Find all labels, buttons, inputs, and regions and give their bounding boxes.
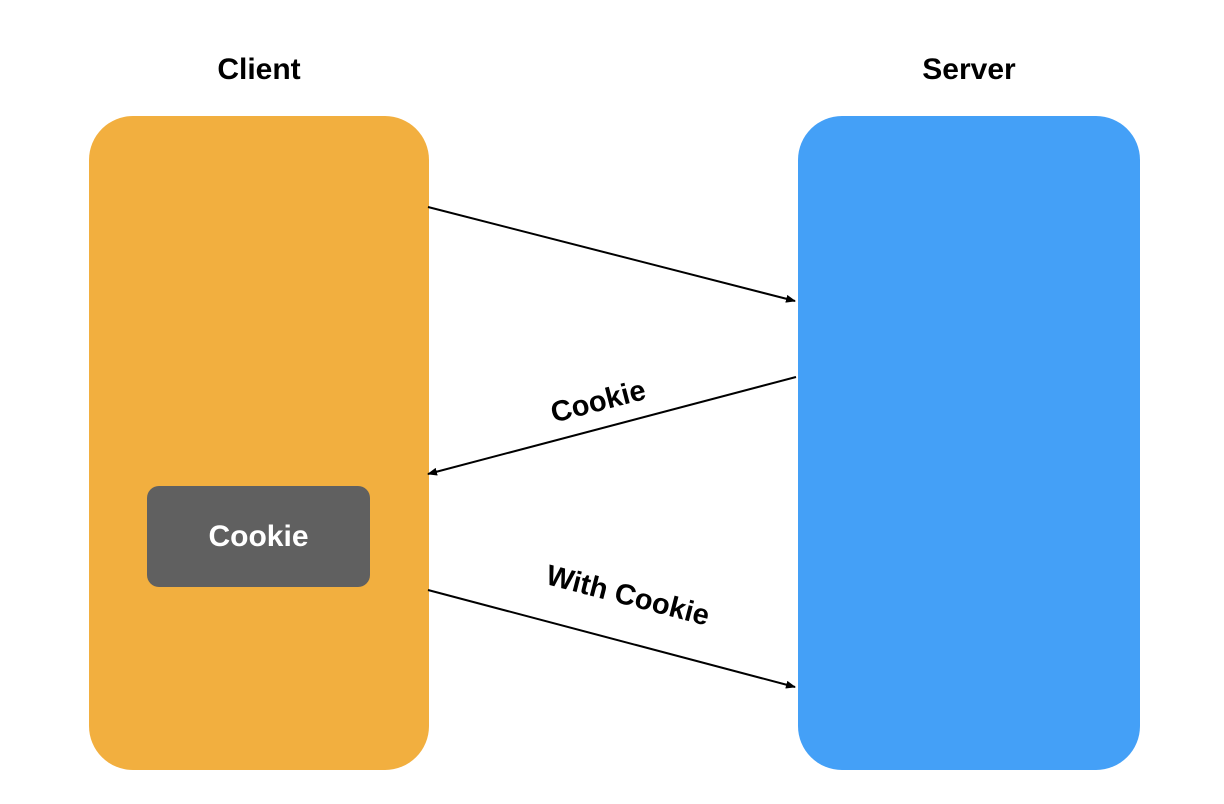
set-cookie-arrow-label: Cookie (547, 374, 649, 429)
client-title: Client (217, 53, 301, 86)
client-cookie-store: Cookie (147, 486, 370, 587)
request-arrow (427, 206, 796, 303)
set-cookie-arrow (427, 376, 797, 476)
server-title: Server (922, 53, 1016, 86)
request-with-cookie-arrow (427, 589, 796, 689)
server-box (798, 116, 1140, 770)
client-box (89, 116, 429, 770)
request-with-cookie-arrow-label: With Cookie (543, 560, 713, 633)
